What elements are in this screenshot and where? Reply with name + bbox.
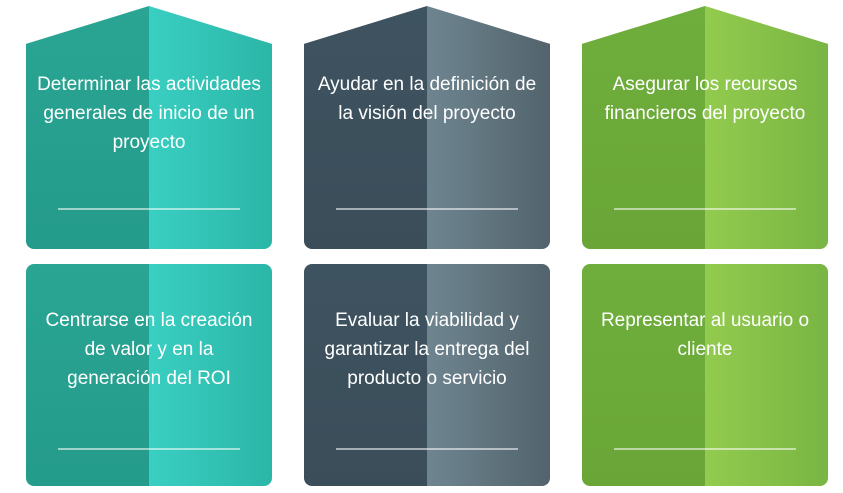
card-text: Ayudar en la definición de la visión del… [317, 74, 537, 124]
card-value-creation-roi: Centrarse en la creación de valor y en l… [26, 264, 272, 486]
card-text: Representar al usuario o cliente [600, 310, 810, 360]
card-divider [614, 208, 796, 210]
card-divider [58, 208, 240, 210]
card-project-vision: Ayudar en la definición de la visión del… [304, 6, 550, 249]
card-divider [336, 208, 518, 210]
card-project-start-activities: Determinar las actividades generales de … [26, 6, 272, 249]
card-text: Centrarse en la creación de valor y en l… [45, 310, 253, 389]
card-text: Asegurar los recursos financieros del pr… [604, 74, 806, 124]
card-financial-resources: Asegurar los recursos financieros del pr… [582, 6, 828, 249]
card-text: Determinar las actividades generales de … [37, 74, 261, 153]
card-viability-delivery: Evaluar la viabilidad y garantizar la en… [304, 264, 550, 486]
card-divider [336, 448, 518, 450]
card-divider [614, 448, 796, 450]
card-text: Evaluar la viabilidad y garantizar la en… [324, 310, 530, 389]
card-divider [58, 448, 240, 450]
card-represent-user: Representar al usuario o cliente [582, 264, 828, 486]
